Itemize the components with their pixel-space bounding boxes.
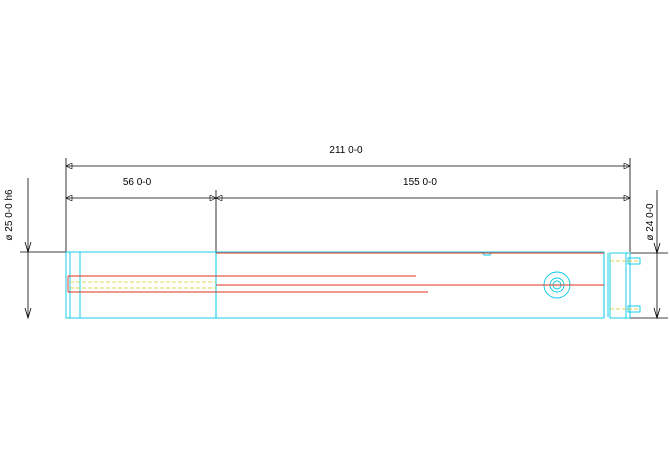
left-diameter-arrow-top [24, 241, 32, 254]
right-diameter-arrow-bottom [653, 307, 661, 320]
left-diameter-label: ø 25 0-0 h6 [4, 189, 15, 241]
left-diameter-arrow-bottom [24, 307, 32, 320]
internal-lines [67, 252, 604, 293]
hidden-lines [70, 260, 640, 310]
right-diameter-arrow-top [653, 242, 661, 255]
right-length-label: 155 0-0 [403, 177, 437, 188]
left-length-label: 56 0-0 [123, 177, 152, 188]
end-cap-body [609, 252, 631, 319]
right-diameter-label: ø 24 0-0 [645, 203, 656, 241]
dimension-lines [20, 158, 668, 320]
left-shaft-body [65, 251, 217, 319]
top-notch [481, 251, 493, 256]
overall-length-label: 211 0-0 [329, 145, 363, 156]
